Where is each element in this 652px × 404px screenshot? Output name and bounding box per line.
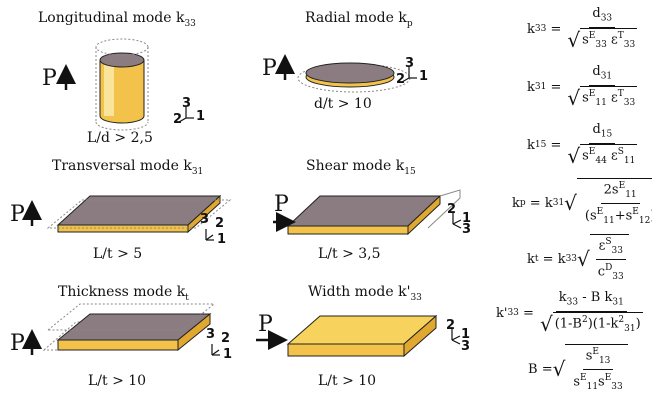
equation-b: B = √sE13 sE11sE33 xyxy=(528,344,628,395)
condition-shear: L/t > 3,5 xyxy=(318,246,381,262)
p-label-longitudinal: P xyxy=(42,66,57,91)
axis-label: 1 xyxy=(217,232,227,247)
equation-kp: kp = k31 √2sE11 (sE11+sE12) xyxy=(512,178,652,229)
axis-label: 2 xyxy=(215,216,225,231)
width-plate xyxy=(286,314,438,358)
p-label-transversal: P xyxy=(10,202,25,227)
axis-label: 1 xyxy=(462,211,472,226)
shear-plate xyxy=(286,189,461,236)
p-label-width: P xyxy=(258,312,273,337)
axis-label: 3 xyxy=(182,96,192,111)
mode-title-longitudinal: Longitudinal mode k33 xyxy=(38,10,196,29)
axis-label: 3 xyxy=(461,339,471,354)
polarization-arrows xyxy=(22,54,296,355)
condition-longitudinal: L/d > 2,5 xyxy=(87,130,153,146)
condition-radial: d/t > 10 xyxy=(314,96,372,112)
mode-title-shear: Shear mode k15 xyxy=(306,158,416,177)
condition-thickness: L/t > 10 xyxy=(88,373,147,389)
condition-width: L/t > 10 xyxy=(318,373,377,389)
longitudinal-cylinder xyxy=(95,38,149,131)
p-label-thickness: P xyxy=(10,331,25,356)
axis-label: 2 xyxy=(221,331,231,346)
mode-title-thickness: Thickness mode kt xyxy=(58,284,189,303)
axis-label: 1 xyxy=(223,347,233,362)
axis-label: 3 xyxy=(405,56,415,71)
thickness-plate xyxy=(42,303,216,352)
axis-label: 3 xyxy=(200,212,210,227)
axis-label: 3 xyxy=(206,327,216,342)
radial-disc xyxy=(297,62,411,93)
axis-label: 3 xyxy=(462,222,472,237)
p-label-shear: P xyxy=(274,192,289,217)
axis-label: 2 xyxy=(396,72,406,87)
axis-label: 2 xyxy=(173,112,183,127)
axis-label: 1 xyxy=(461,327,471,342)
mode-title-transversal: Transversal mode k31 xyxy=(52,158,204,177)
axis-label: 1 xyxy=(419,69,429,84)
axis-label: 2 xyxy=(447,202,457,217)
mode-title-width: Width mode k'33 xyxy=(308,284,422,303)
transversal-plate xyxy=(46,194,232,234)
mode-title-radial: Radial mode kp xyxy=(305,10,413,29)
axis-label: 1 xyxy=(196,109,206,124)
axis-triads xyxy=(178,67,462,356)
equation-k-prime-33: k'33 = k33 - B k31 √(1-B2)(1-k231) xyxy=(496,290,643,337)
axis-label: 2 xyxy=(446,318,456,333)
condition-transversal: L/t > 5 xyxy=(93,246,143,262)
p-label-radial: P xyxy=(262,56,277,81)
